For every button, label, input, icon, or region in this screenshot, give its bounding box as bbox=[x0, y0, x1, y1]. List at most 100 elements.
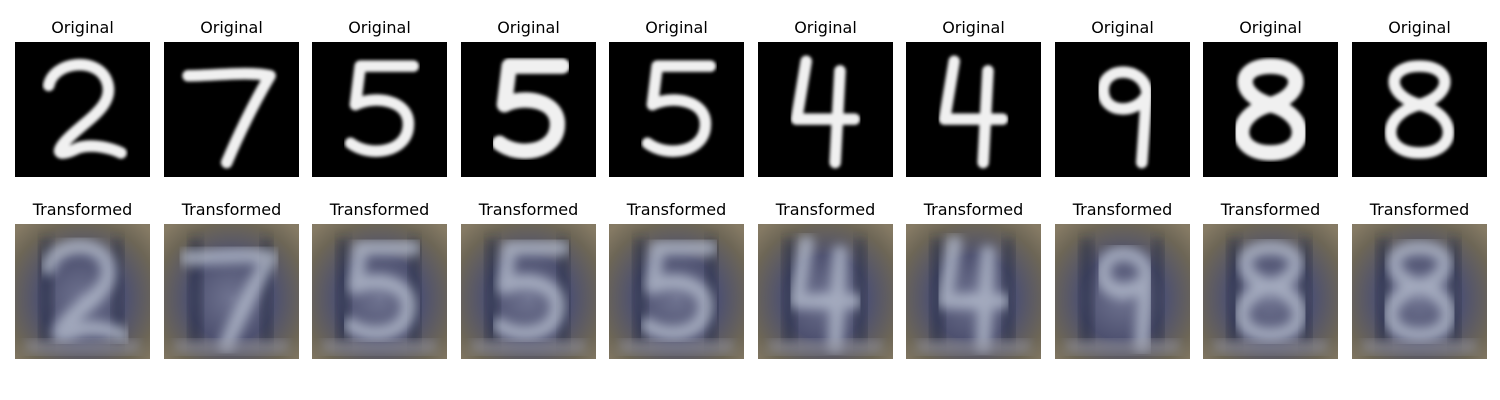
shadow-band bbox=[930, 238, 945, 345]
panel-title: Transformed bbox=[1369, 200, 1470, 219]
panel-title: Transformed bbox=[923, 200, 1024, 219]
digit-stroke bbox=[936, 235, 1011, 353]
transformed-digit-image bbox=[906, 224, 1041, 359]
transformed-digit-image bbox=[461, 224, 596, 359]
digit-stroke bbox=[491, 240, 570, 341]
original-image-tile bbox=[164, 42, 299, 177]
panel-title: Original bbox=[497, 18, 560, 37]
panel-title: Original bbox=[942, 18, 1005, 37]
original-digit-image bbox=[609, 42, 744, 177]
original-image-tile bbox=[461, 42, 596, 177]
digit-stroke bbox=[182, 67, 276, 169]
original-digit-image bbox=[758, 42, 893, 177]
bottom-strip bbox=[767, 339, 884, 355]
bottom-strip bbox=[1064, 339, 1181, 355]
shadow-band bbox=[633, 238, 648, 345]
panel-title: Transformed bbox=[329, 200, 430, 219]
panel-title: Original bbox=[348, 18, 411, 37]
shadow-band bbox=[782, 238, 797, 345]
digit-stroke bbox=[41, 239, 129, 343]
digit-stroke bbox=[342, 240, 421, 341]
transformed-digit-image bbox=[312, 224, 447, 359]
digit-stroke bbox=[641, 60, 717, 157]
transformed-digit-image bbox=[164, 224, 299, 359]
panel-title: Original bbox=[1239, 18, 1302, 37]
panel-title: Transformed bbox=[32, 200, 133, 219]
shadow-band bbox=[854, 238, 867, 345]
transformed-image-tile bbox=[461, 224, 596, 359]
panel-title: Original bbox=[51, 18, 114, 37]
digit-stroke bbox=[42, 59, 127, 159]
tile-background bbox=[758, 224, 893, 359]
digit-stroke bbox=[1383, 240, 1456, 343]
bottom-strip bbox=[1361, 339, 1478, 355]
panel-title: Original bbox=[1091, 18, 1154, 37]
panel-title: Transformed bbox=[1220, 200, 1321, 219]
tile-background bbox=[906, 224, 1041, 359]
transformed-image-tile bbox=[1352, 224, 1487, 359]
original-digit-image bbox=[906, 42, 1041, 177]
panel-title: Transformed bbox=[1072, 200, 1173, 219]
digit-stroke bbox=[344, 60, 420, 157]
bottom-strip bbox=[618, 339, 735, 355]
transformed-image-tile bbox=[164, 224, 299, 359]
bottom-strip bbox=[470, 339, 587, 355]
digit-stroke bbox=[788, 235, 863, 353]
bottom-strip bbox=[24, 339, 141, 355]
original-image-tile bbox=[758, 42, 893, 177]
transformed-digit-image bbox=[758, 224, 893, 359]
bottom-strip bbox=[915, 339, 1032, 355]
original-digit-image bbox=[1203, 42, 1338, 177]
panel-title: Transformed bbox=[181, 200, 282, 219]
transformed-digit-image bbox=[1055, 224, 1190, 359]
digit-stroke bbox=[938, 55, 1009, 169]
shadow-band bbox=[336, 238, 351, 345]
panel-title: Original bbox=[200, 18, 263, 37]
shadow-band bbox=[1002, 238, 1015, 345]
original-digit-image bbox=[461, 42, 596, 177]
bottom-strip bbox=[173, 339, 290, 355]
panel-title: Original bbox=[1388, 18, 1451, 37]
digit-stroke bbox=[1385, 60, 1454, 159]
original-image-tile bbox=[312, 42, 447, 177]
tile-background bbox=[906, 42, 1041, 177]
transformed-digit-image bbox=[1352, 224, 1487, 359]
bottom-strip bbox=[321, 339, 438, 355]
digit-stroke bbox=[1234, 240, 1307, 343]
digit-stroke bbox=[1095, 246, 1155, 353]
transformed-image-tile bbox=[758, 224, 893, 359]
original-digit-image bbox=[164, 42, 299, 177]
transformed-image-tile bbox=[312, 224, 447, 359]
original-digit-image bbox=[15, 42, 150, 177]
transformed-image-tile bbox=[15, 224, 150, 359]
original-image-tile bbox=[1352, 42, 1487, 177]
digit-stroke bbox=[1234, 58, 1307, 161]
original-image-tile bbox=[1203, 42, 1338, 177]
digit-stroke bbox=[1097, 66, 1153, 169]
original-digit-image bbox=[312, 42, 447, 177]
panel-title: Transformed bbox=[478, 200, 579, 219]
digit-stroke bbox=[639, 240, 718, 341]
original-digit-image bbox=[1055, 42, 1190, 177]
tile-background bbox=[758, 42, 893, 177]
panel-title: Original bbox=[645, 18, 708, 37]
transformed-digit-image bbox=[1203, 224, 1338, 359]
original-image-tile bbox=[15, 42, 150, 177]
digit-stroke bbox=[491, 58, 570, 159]
panel-title: Original bbox=[794, 18, 857, 37]
transformed-image-tile bbox=[906, 224, 1041, 359]
shadow-band bbox=[485, 238, 500, 345]
transformed-digit-image bbox=[609, 224, 744, 359]
original-image-tile bbox=[1055, 42, 1190, 177]
digit-stroke bbox=[180, 247, 278, 353]
shadow-band bbox=[1079, 238, 1094, 345]
bottom-strip bbox=[1212, 339, 1329, 355]
digit-stroke bbox=[790, 55, 861, 169]
original-image-tile bbox=[906, 42, 1041, 177]
transformed-digit-image bbox=[15, 224, 150, 359]
panel-title: Transformed bbox=[626, 200, 727, 219]
transformed-image-tile bbox=[1203, 224, 1338, 359]
transformed-image-tile bbox=[609, 224, 744, 359]
shadow-band bbox=[1151, 238, 1164, 345]
